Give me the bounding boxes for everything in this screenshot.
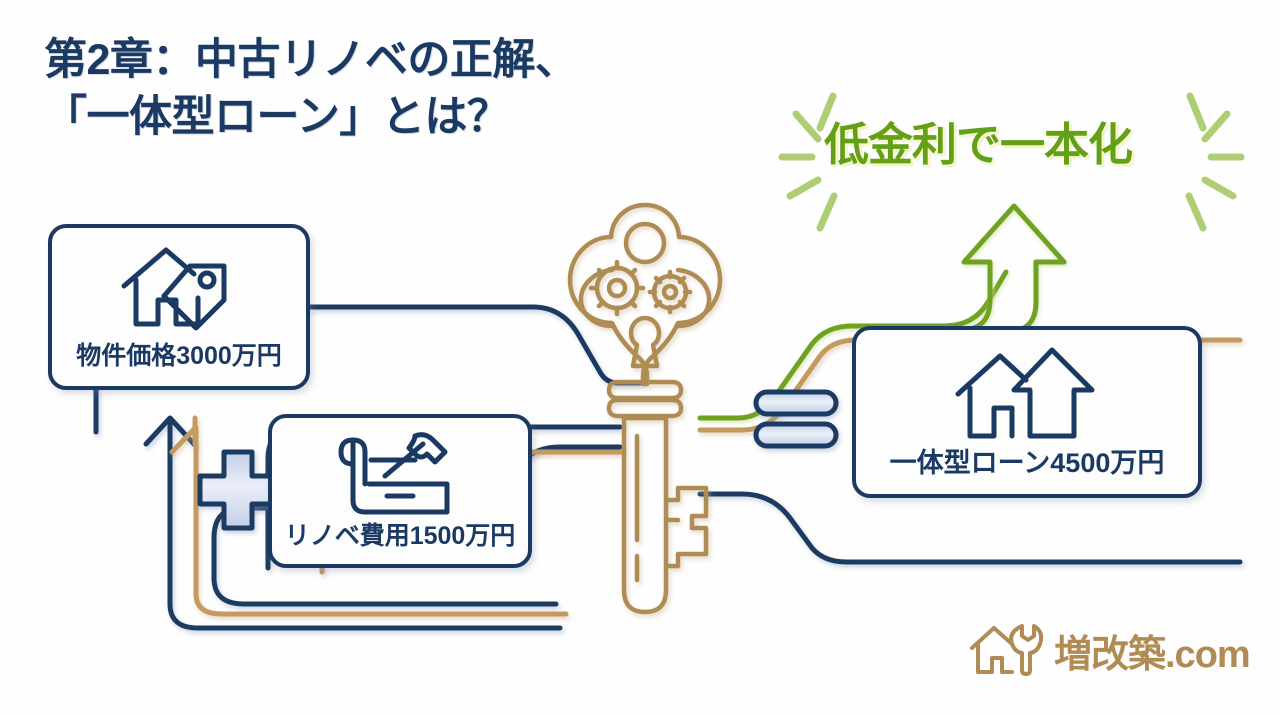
house-price-tag-icon	[52, 240, 306, 336]
sparkle-ray	[1201, 110, 1231, 143]
key-shaft	[621, 415, 669, 615]
up-arrow-tan-head	[169, 424, 199, 455]
key-inner-arc-2	[675, 267, 712, 329]
card-property-price-label: 物件価格3000万円	[76, 342, 282, 370]
sparkle-ray	[786, 176, 822, 200]
gear-icon-small	[647, 269, 693, 315]
headline-low-interest: 低金利で一本化	[824, 119, 1133, 170]
key-keyhole	[628, 315, 662, 369]
gear-icon-large	[588, 259, 646, 317]
sparkle-ray	[1201, 176, 1237, 200]
plus-shape	[197, 449, 279, 531]
equals-bar-bottom	[753, 421, 839, 449]
connector-tan-key-to-right	[697, 337, 1243, 433]
connector-key-to-right-rail	[697, 491, 1243, 565]
sparkle-ray	[816, 192, 838, 232]
up-arrow-right-green	[697, 269, 1009, 421]
up-arrow-left-base	[167, 601, 563, 631]
card-renovation-cost-label: リノベ費用1500万円	[284, 522, 516, 550]
blueprint-hammer-icon	[272, 430, 528, 522]
sparkle-ray	[1185, 192, 1207, 232]
page-title: 第2章：中古リノベの正解、 「一体型ローン」とは？	[44, 36, 578, 141]
key-bit	[663, 485, 709, 569]
ornate-key-icon	[567, 202, 723, 615]
card-renovation-cost[interactable]: リノベ費用1500万円	[268, 414, 532, 568]
sparkle-rays	[778, 92, 1245, 232]
card-combined-loan-label: 一体型ローン4500万円	[889, 448, 1165, 478]
sparkle-ray	[792, 110, 822, 143]
connector-tan-bottom-loop	[193, 591, 569, 617]
two-houses-icon	[856, 342, 1198, 446]
brand-logo-text: 増改築.com	[1054, 633, 1251, 676]
sparkle-ray	[816, 92, 837, 132]
equals-bar-top	[753, 389, 839, 417]
sparkle-ray	[1186, 92, 1207, 132]
green-rise-arrow-outline	[937, 203, 1067, 335]
key-top-ring	[623, 221, 667, 265]
card-combined-loan[interactable]: 一体型ローン4500万円	[852, 326, 1202, 498]
plus-sign	[197, 449, 279, 531]
brand-logo[interactable]: 増改築.com	[968, 622, 1251, 678]
key-inner-arc	[578, 267, 615, 329]
card-property-price[interactable]: 物件価格3000万円	[48, 224, 310, 390]
equals-sign	[753, 389, 839, 449]
key-collar-2	[606, 397, 684, 419]
house-wrench-icon	[968, 622, 1044, 678]
